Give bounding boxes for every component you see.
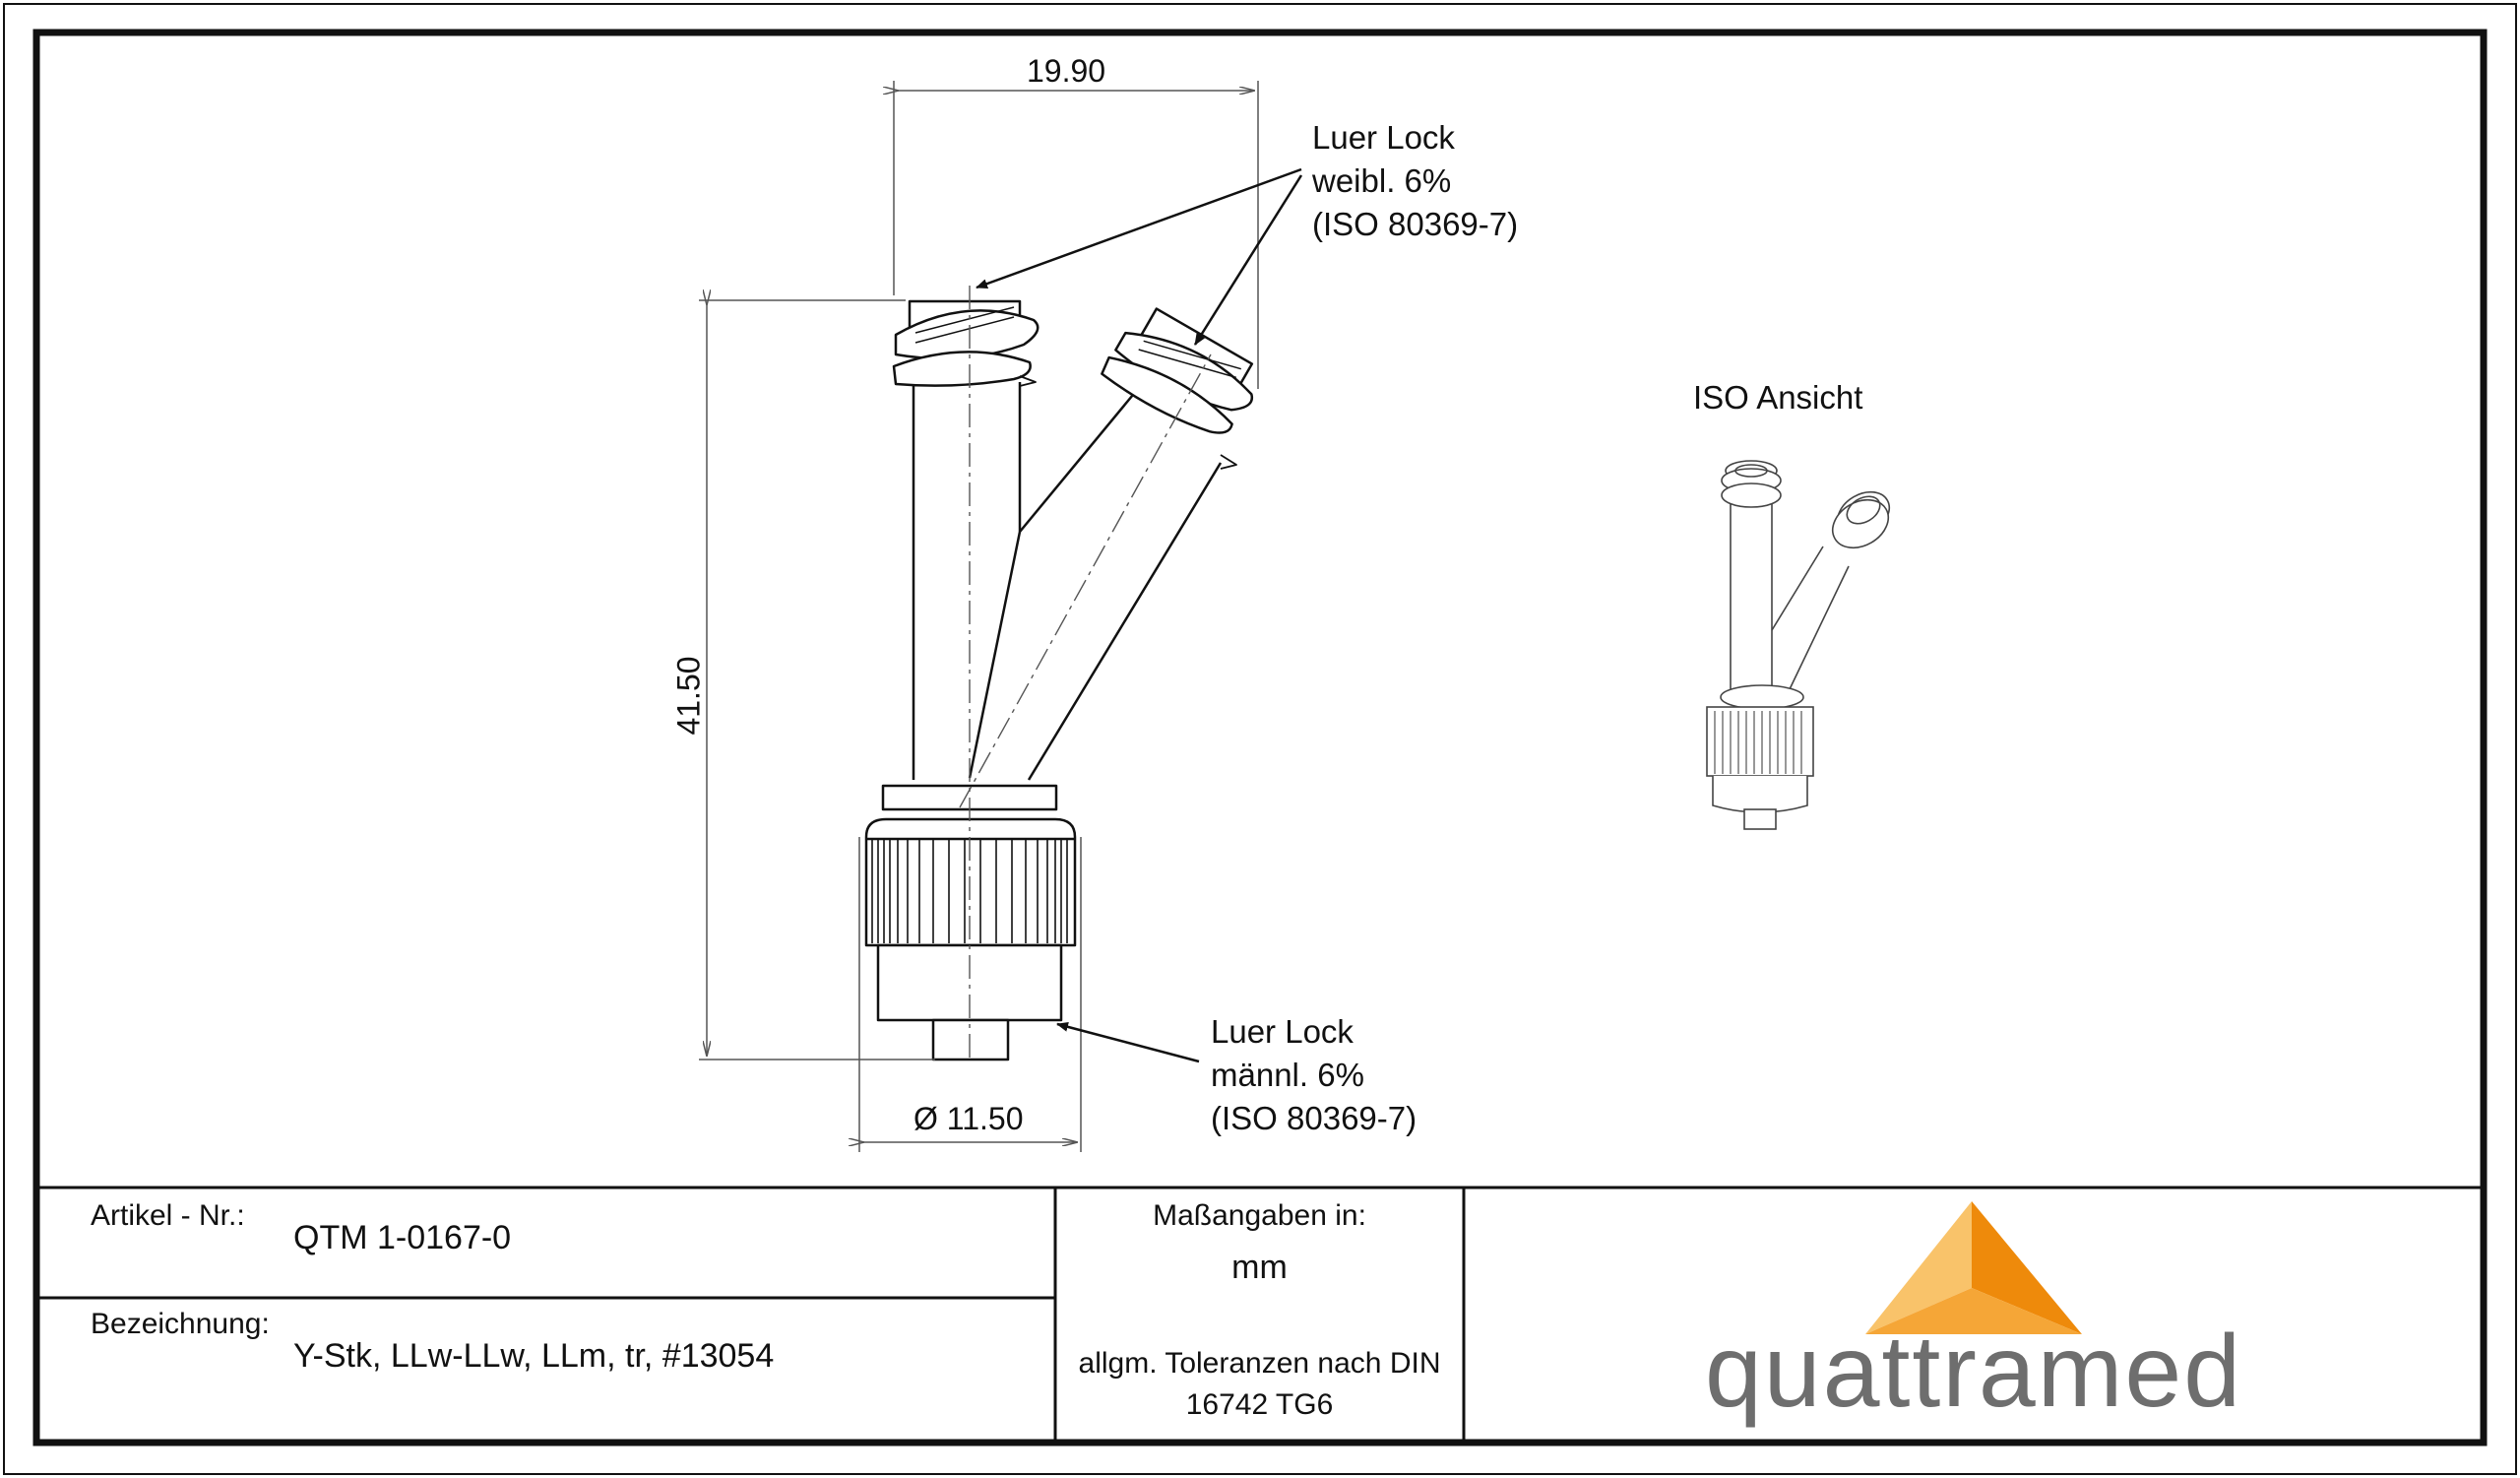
y-connector-drawing: [864, 299, 1254, 1061]
tolerance-line1: allgm. Toleranzen nach DIN: [1078, 1347, 1441, 1380]
iso-view-drawing: [1706, 460, 1891, 830]
dimension-lines: [699, 81, 1259, 1152]
dimension-height: 41.50: [670, 656, 707, 736]
article-number-value: QTM 1-0167-0: [293, 1219, 512, 1256]
callout-male-line2: männl. 6%: [1211, 1057, 1364, 1093]
units-value: mm: [1231, 1249, 1288, 1286]
iso-view-label: ISO Ansicht: [1693, 379, 1863, 416]
leader-lines: [976, 167, 1303, 1063]
dimension-bottom-diameter: Ø 11.50: [914, 1101, 1024, 1136]
logo-triangle-icon: [1865, 1201, 2082, 1334]
callout-female-luer: Luer Lock weibl. 6% (ISO 80369-7): [1312, 116, 1518, 246]
dimension-top-width: 19.90: [1027, 53, 1106, 89]
tolerance-line2: 16742 TG6: [1185, 1388, 1334, 1421]
callout-female-line3: (ISO 80369-7): [1312, 206, 1519, 242]
designation-label: Bezeichnung:: [91, 1308, 270, 1340]
center-lines: [959, 286, 1212, 1063]
callout-female-line2: weibl. 6%: [1312, 162, 1452, 199]
callout-male-line1: Luer Lock: [1211, 1013, 1354, 1050]
callout-male-line3: (ISO 80369-7): [1211, 1100, 1418, 1136]
inner-frame: [32, 29, 2488, 1446]
units-label: Maßangaben in:: [1153, 1199, 1366, 1232]
article-number-label: Artikel - Nr.:: [91, 1199, 245, 1232]
callout-male-luer: Luer Lock männl. 6% (ISO 80369-7): [1211, 1010, 1417, 1140]
callout-female-line1: Luer Lock: [1312, 119, 1455, 156]
designation-value: Y-Stk, LLw-LLw, LLm, tr, #13054: [293, 1337, 775, 1375]
outer-frame: [3, 3, 2517, 1475]
logo-wordmark: quattramed: [1704, 1315, 2243, 1429]
title-block-lines: [36, 1186, 2484, 1443]
